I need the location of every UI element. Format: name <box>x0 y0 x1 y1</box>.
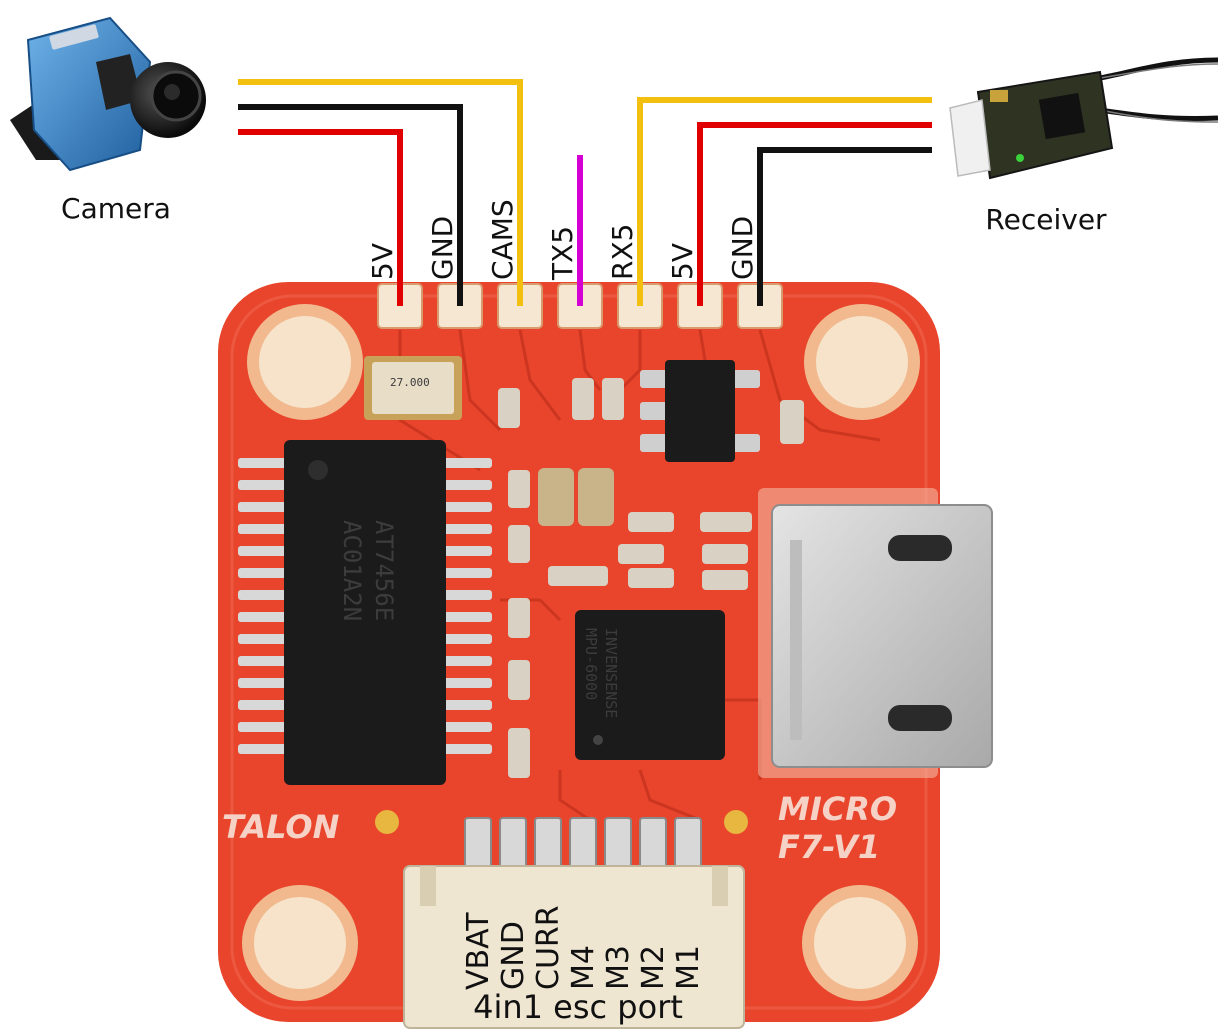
pad-label-rx5: RX5 <box>606 224 639 280</box>
pad-label-tx5: TX5 <box>546 226 579 281</box>
crystal-oscillator: 27.000 <box>364 356 462 420</box>
voltage-regulator <box>640 360 760 462</box>
top-pad-labels: 5V GND CAMS TX5 RX5 5V GND <box>366 199 759 281</box>
wire-5v-red <box>697 122 932 306</box>
wire-gnd-black <box>757 147 932 306</box>
receiver-label: Receiver <box>985 203 1107 236</box>
pin-label-curr: CURR <box>531 905 566 990</box>
mounting-hole-bottom-left <box>242 885 358 1001</box>
model-label-line1: MICRO <box>778 790 897 828</box>
imu-chip-line2: MPU-6000 <box>582 628 600 700</box>
wire-5v-red <box>238 129 403 306</box>
wire-cams-yellow <box>238 79 523 306</box>
osd-chip: AT7456E AC01A2N <box>238 440 492 785</box>
pin-label-m2: M2 <box>636 945 671 990</box>
pin-label-gnd: GND <box>496 921 531 990</box>
esc-pin-labels: VBAT GND CURR M4 M3 M2 M1 <box>461 905 706 990</box>
pad-label-cams: CAMS <box>486 199 519 280</box>
camera-label: Camera <box>61 192 171 225</box>
pin-label-m1: M1 <box>671 945 706 990</box>
wire-gnd-black <box>238 104 463 306</box>
receiver-image <box>949 57 1219 180</box>
pin-label-m4: M4 <box>566 945 601 990</box>
receiver-wires <box>637 97 932 306</box>
mounting-hole-bottom-right <box>802 885 918 1001</box>
passive-components <box>498 378 804 778</box>
pad-label-gnd-camera: GND <box>426 216 459 280</box>
imu-chip: INVENSENSE MPU-6000 <box>575 610 725 760</box>
osd-chip-line1: AT7456E <box>370 520 398 621</box>
pad-label-5v-camera: 5V <box>366 243 399 280</box>
esc-connector <box>403 817 745 1029</box>
imu-chip-line1: INVENSENSE <box>602 628 620 718</box>
esc-port-label: 4in1 esc port <box>473 988 683 1026</box>
mounting-hole-top-right <box>804 304 920 420</box>
camera-wires <box>238 79 523 306</box>
usb-port <box>758 488 993 778</box>
osd-chip-line2: AC01A2N <box>338 520 366 621</box>
fiducial-left <box>375 810 399 834</box>
pin-label-vbat: VBAT <box>461 912 496 990</box>
fiducial-right <box>724 810 748 834</box>
flight-controller-board: 27.000 <box>218 282 993 1029</box>
model-label-line2: F7-V1 <box>778 828 880 866</box>
crystal-label: 27.000 <box>390 376 430 389</box>
esc-pins <box>464 817 702 875</box>
mounting-hole-top-left <box>247 304 363 420</box>
camera-image <box>10 16 206 172</box>
brand-label: TALON <box>222 808 340 846</box>
wire-rx5-yellow <box>637 97 932 306</box>
pin-label-m3: M3 <box>601 945 636 990</box>
pad-label-gnd-receiver: GND <box>726 216 759 280</box>
pad-label-5v-receiver: 5V <box>666 243 699 280</box>
